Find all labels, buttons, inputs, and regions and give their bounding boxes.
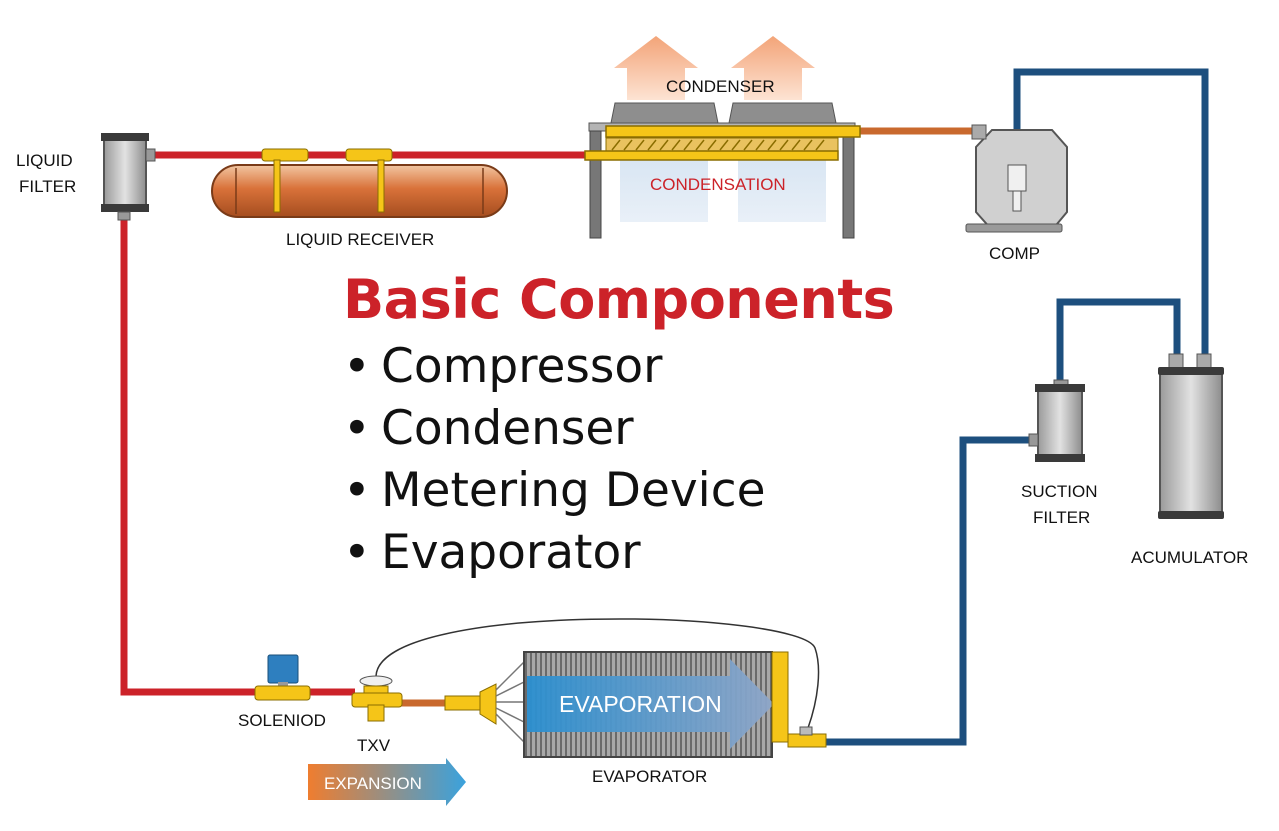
evaporation-label: EVAPORATION [559, 691, 722, 717]
accumulator [1158, 353, 1224, 519]
list-item-text: Compressor [381, 339, 663, 394]
compressor-label: COMP [989, 244, 1040, 263]
accumulator-label: ACUMULATOR [1131, 548, 1248, 567]
liquid-receiver-label: LIQUID RECEIVER [286, 230, 434, 249]
list-item: •Condenser [343, 398, 766, 460]
suction-line [826, 68, 1209, 746]
solenoid-valve [254, 654, 311, 701]
list-item-text: Evaporator [381, 525, 641, 580]
bullet-icon: • [343, 339, 371, 394]
txv-valve [351, 618, 820, 729]
compressor [965, 124, 1068, 233]
bullet-icon: • [343, 463, 371, 518]
bullet-icon: • [343, 525, 371, 580]
condenser [584, 36, 861, 239]
hot-gas-line [400, 127, 975, 707]
evaporator [444, 651, 827, 758]
suction-filter-label-2: FILTER [1033, 508, 1090, 527]
solenoid-label: SOLENIOD [238, 711, 326, 730]
expansion-label: EXPANSION [324, 774, 422, 793]
suction-filter [1028, 379, 1085, 462]
list-item: •Metering Device [343, 460, 766, 522]
liquid-filter-label-2: FILTER [19, 177, 76, 196]
condensation-label: CONDENSATION [650, 175, 786, 194]
basic-components-title: Basic Components [343, 268, 895, 331]
suction-filter-label-1: SUCTION [1021, 482, 1098, 501]
liquid-filter-label-1: LIQUID [16, 151, 73, 170]
expansion-arrow [308, 758, 466, 806]
list-item-text: Condenser [381, 401, 634, 456]
liquid-receiver [211, 148, 508, 218]
bullet-icon: • [343, 401, 371, 456]
list-item-text: Metering Device [381, 463, 766, 518]
evaporator-label: EVAPORATOR [592, 767, 707, 786]
txv-label: TXV [357, 736, 391, 755]
components-list: •Compressor •Condenser •Metering Device … [343, 336, 766, 584]
list-item: •Compressor [343, 336, 766, 398]
list-item: •Evaporator [343, 522, 766, 584]
condenser-label: CONDENSER [666, 77, 775, 96]
liquid-filter [101, 133, 156, 221]
